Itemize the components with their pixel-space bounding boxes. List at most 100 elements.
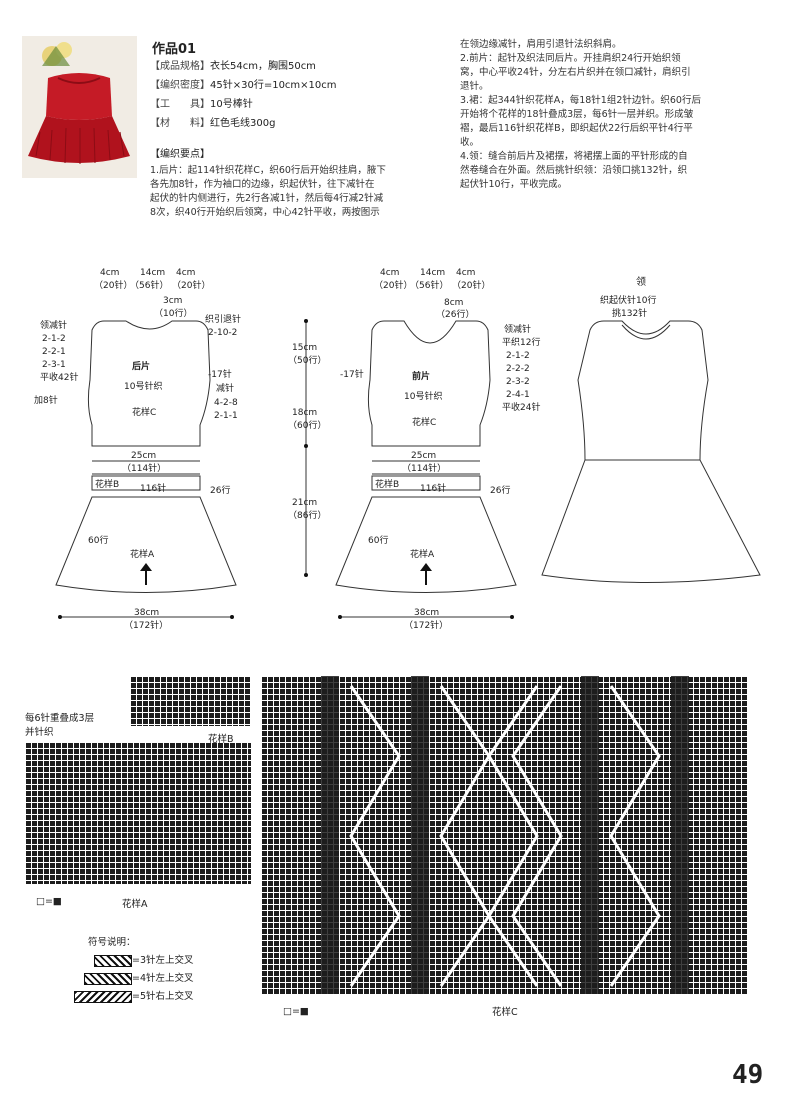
collar-line1: 织起伏针10行 bbox=[600, 294, 656, 306]
back-skirt-rows: 60行 bbox=[88, 534, 108, 546]
back-piece: 4cm 14cm 4cm （20针） （56针） （20针） 3cm （10行）… bbox=[34, 268, 241, 631]
back-hem-st: （172针） bbox=[124, 619, 168, 631]
spec-material: 【材 料】红色毛线300g bbox=[150, 118, 276, 129]
front-neck-dec-1: 平织12行 bbox=[502, 336, 540, 348]
front-armhole-label: -17针 bbox=[340, 368, 364, 380]
chart-a-key: □=■ bbox=[36, 896, 62, 907]
vdim-1-cm: 18cm bbox=[292, 408, 317, 418]
back-waist-cm: 25cm bbox=[131, 451, 156, 461]
front-top-dim-right: 4cm bbox=[456, 268, 475, 278]
legend-item-0: =3针左上交叉 bbox=[94, 952, 194, 967]
chart-c-key: □=■ bbox=[283, 1006, 309, 1017]
collar-title: 领 bbox=[636, 275, 646, 288]
front-top-st-right: （20针） bbox=[452, 279, 490, 291]
front-top-dim-left: 4cm bbox=[380, 268, 399, 278]
chart-c-grid bbox=[261, 676, 748, 994]
front-neck-dec-4: 2-3-2 bbox=[506, 377, 530, 387]
back-top-st-left: （20针） bbox=[94, 279, 132, 291]
legend-item-2: =5针右上交叉 bbox=[74, 988, 194, 1003]
back-neck-dec-2: 2-2-1 bbox=[42, 347, 66, 357]
back-armhole-0: -17针 bbox=[208, 368, 232, 380]
back-armhole-1: 减针 bbox=[216, 382, 234, 394]
vertical-dims: 15cm （50行） 18cm （60行） 21cm （86行） bbox=[288, 319, 326, 577]
front-top-st-mid: （56针） bbox=[410, 279, 448, 291]
back-name: 后片 bbox=[132, 360, 150, 372]
front-skirt-pattern: 花样A bbox=[410, 548, 435, 560]
back-neck-dec-1: 2-1-2 bbox=[42, 334, 66, 344]
back-shoulder-1: 2-10-2 bbox=[208, 328, 237, 338]
instructions-right: 在领边缘减针，肩用引退针法织斜肩。 2.前片：起针及织法同后片。开挂肩织24行开… bbox=[460, 39, 701, 190]
instructions-left: 1.后片：起114针织花样C，织60行后开始织挂肩，腋下 各先加8针，作为袖口的… bbox=[150, 165, 386, 218]
cable-4-icon bbox=[84, 972, 132, 985]
back-add-label: 加8针 bbox=[34, 394, 58, 406]
vdim-2-rows: （86行） bbox=[288, 509, 326, 521]
front-neck-dec-5: 2-4-1 bbox=[506, 390, 530, 400]
front-hem-st: （172针） bbox=[404, 619, 448, 631]
back-pattern: 花样C bbox=[132, 406, 156, 418]
front-band-st: 116针 bbox=[420, 482, 446, 494]
back-top-dim-left: 4cm bbox=[100, 268, 119, 278]
back-neck-dec-0: 领减针 bbox=[40, 319, 67, 331]
front-pattern: 花样C bbox=[412, 416, 436, 428]
vdim-0-cm: 15cm bbox=[292, 343, 317, 353]
chart-c-caption: 花样C bbox=[492, 1007, 518, 1018]
back-band-rows: 26行 bbox=[210, 484, 230, 496]
back-armhole-2: 4-2-8 bbox=[214, 398, 238, 408]
back-top-st-mid: （56针） bbox=[130, 279, 168, 291]
front-piece: 4cm 14cm 4cm （20针） （56针） （20针） 8cm （26行）… bbox=[335, 268, 540, 631]
page-number: 49 bbox=[732, 1060, 764, 1090]
back-top-dim-mid: 14cm bbox=[140, 268, 165, 278]
cable-5-icon bbox=[74, 990, 132, 1003]
front-neck-dec-3: 2-2-2 bbox=[506, 364, 530, 374]
red-dress-illustration bbox=[22, 36, 137, 178]
chart-a-grid bbox=[25, 742, 251, 884]
front-needle: 10号针织 bbox=[404, 390, 442, 402]
front-neck-depth: 8cm bbox=[444, 298, 463, 308]
vdim-2-cm: 21cm bbox=[292, 498, 317, 508]
back-neck-dec-3: 2-3-1 bbox=[42, 360, 66, 370]
chart-a-top-grid bbox=[130, 676, 250, 726]
key-points-heading: 【编织要点】 bbox=[150, 149, 210, 160]
spec-size: 【成品规格】衣长54cm，胸围50cm bbox=[150, 61, 316, 72]
legend-title: 符号说明： bbox=[88, 937, 136, 948]
front-hem-cm: 38cm bbox=[414, 608, 439, 618]
back-band-pattern: 花样B bbox=[95, 478, 119, 490]
back-top-dim-right: 4cm bbox=[176, 268, 195, 278]
back-neck-dec-4: 平收42针 bbox=[40, 371, 78, 383]
back-shoulder-0: 织引退针 bbox=[205, 313, 241, 325]
back-skirt-pattern: 花样A bbox=[130, 548, 155, 560]
front-band-pattern: 花样B bbox=[375, 478, 399, 490]
back-band-st: 116针 bbox=[140, 482, 166, 494]
back-hem-cm: 38cm bbox=[134, 608, 159, 618]
front-waist-cm: 25cm bbox=[411, 451, 436, 461]
front-waist-st: （114针） bbox=[402, 462, 446, 474]
back-neck-depth: 3cm bbox=[163, 296, 182, 306]
front-neck-dec-2: 2-1-2 bbox=[506, 351, 530, 361]
back-waist-st: （114针） bbox=[122, 462, 166, 474]
chart-c-cables bbox=[321, 676, 689, 994]
dress-photo bbox=[22, 36, 137, 178]
spec-tools: 【工 具】10号棒针 bbox=[150, 99, 253, 110]
back-needle: 10号针织 bbox=[124, 380, 162, 392]
chart-a-note: 每6针重叠成3层 并针织 bbox=[25, 713, 95, 738]
back-top-st-right: （20针） bbox=[172, 279, 210, 291]
front-name: 前片 bbox=[412, 370, 430, 382]
front-neck-rows: （26行） bbox=[436, 308, 474, 320]
chart-a-caption: 花样A bbox=[122, 899, 148, 910]
vdim-1-rows: （60行） bbox=[288, 419, 326, 431]
chart-a-label-b: 花样B bbox=[208, 734, 234, 745]
front-neck-dec-6: 平收24针 bbox=[502, 401, 540, 413]
work-title: 作品01 bbox=[152, 42, 197, 57]
front-skirt-rows: 60行 bbox=[368, 534, 388, 546]
collar-diagram: 领 织起伏针10行 挑132针 bbox=[541, 275, 761, 583]
legend-item-1: =4针左上交叉 bbox=[84, 970, 194, 985]
front-neck-dec-0: 领减针 bbox=[504, 323, 531, 335]
spec-gauge: 【编织密度】45针×30行=10cm×10cm bbox=[150, 80, 337, 91]
front-band-rows: 26行 bbox=[490, 484, 510, 496]
front-top-dim-mid: 14cm bbox=[420, 268, 445, 278]
schematic-diagrams: 4cm 14cm 4cm （20针） （56针） （20针） 3cm （10行）… bbox=[34, 268, 761, 631]
back-armhole-3: 2-1-1 bbox=[214, 411, 238, 421]
front-top-st-left: （20针） bbox=[374, 279, 412, 291]
collar-line2: 挑132针 bbox=[612, 307, 647, 319]
vdim-0-rows: （50行） bbox=[288, 354, 326, 366]
